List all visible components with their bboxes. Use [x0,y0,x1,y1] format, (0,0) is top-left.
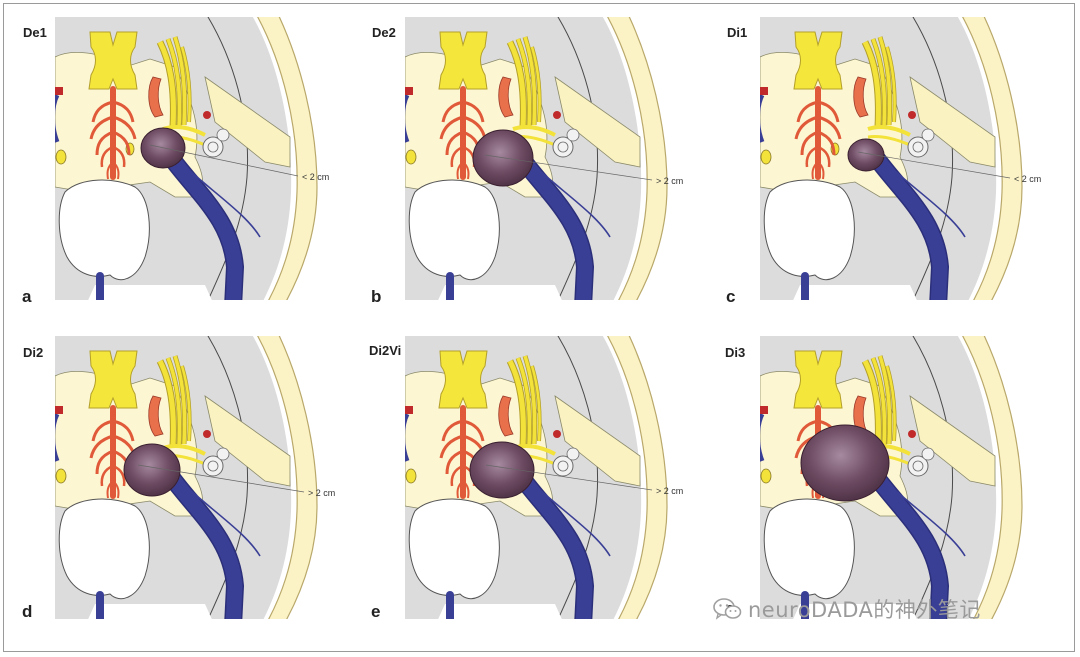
measure-line-c [857,151,1011,179]
measure-label-d: > 2 cm [308,488,335,498]
tumor-f [800,424,890,502]
panel-title-b: De2 [372,25,396,40]
measure-label-b: > 2 cm [656,176,683,186]
watermark-text: neuroDADA的神外笔记 [748,598,981,622]
panel-f: Di3 f [725,331,1025,621]
panel-b: De2 b > 2 cm [371,12,683,306]
panel-title-a: De1 [23,25,47,40]
measure-line-e [485,464,653,491]
panel-c: Di1 c < 2 cm [726,12,1041,306]
panel-letter-a: a [22,287,32,306]
tumor-e [469,441,535,499]
panel-title-c: Di1 [727,25,747,40]
measure-label-a: < 2 cm [302,172,329,182]
measure-line-b [484,154,653,181]
panel-letter-d: d [22,602,32,621]
panel-title-d: Di2 [23,345,43,360]
panel-letter-e: e [371,602,380,621]
measure-line-d [137,464,305,493]
panel-letter-b: b [371,287,381,306]
measure-line-a [149,144,299,177]
panel-title-f: Di3 [725,345,745,360]
panel-letter-c: c [726,287,735,306]
tumor-d [123,443,181,497]
panel-title-e: Di2Vi [369,343,401,358]
panel-a: De1 a < 2 cm [22,12,329,306]
watermark: neuroDADA的神外笔记 [712,593,981,625]
panel-e: Di2Vi e > 2 cm [369,331,683,621]
panel-d: Di2 d > 2 cm [22,331,335,621]
measure-label-e: > 2 cm [656,486,683,496]
measure-label-c: < 2 cm [1014,174,1041,184]
wechat-icon [713,598,742,620]
tumor-c [847,138,885,172]
